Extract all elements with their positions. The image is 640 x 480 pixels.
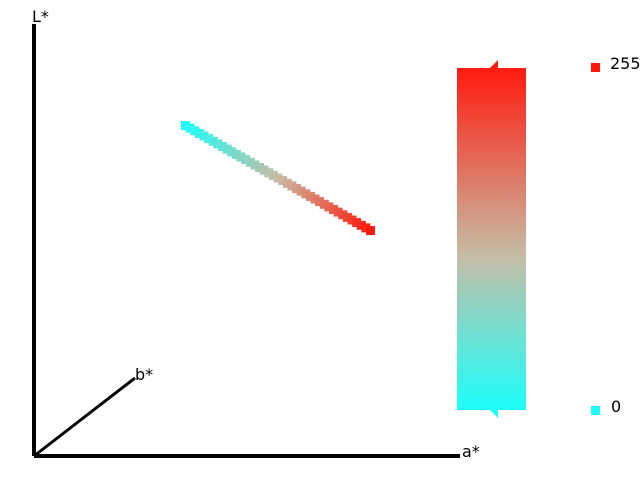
top-marker — [490, 60, 498, 68]
color-bar — [457, 60, 526, 418]
gradient-line-segment — [273, 173, 283, 183]
gradient-line-segment — [338, 210, 348, 220]
gradient-line-segment — [227, 147, 237, 157]
gradient-line-segment — [329, 205, 338, 214]
gradient-line-segment — [366, 226, 375, 235]
bottom-marker — [490, 410, 498, 418]
gradient-line-segment — [352, 218, 362, 228]
gradient-line — [181, 121, 375, 235]
gradient-line-segment — [356, 220, 366, 230]
gradient-line-segment — [213, 139, 223, 149]
gradient-line-segment — [310, 194, 320, 204]
gradient-line-segment — [236, 152, 246, 162]
gradient-line-segment — [255, 163, 264, 172]
gradient-line-segment — [241, 155, 251, 165]
gradient-line-segment — [218, 142, 227, 151]
gradient-line-segment — [361, 223, 371, 233]
gradient-line-segment — [194, 128, 204, 138]
max-swatch — [591, 63, 600, 72]
gradient-line-segment — [181, 121, 190, 130]
min-swatch — [591, 406, 600, 415]
gradient-line-segment — [190, 126, 200, 136]
gradient-line-segment — [231, 149, 241, 159]
color-bar-gradient — [457, 68, 526, 410]
gradient-line-segment — [264, 168, 274, 178]
gradient-line-segment — [292, 184, 301, 193]
gradient-line-segment — [185, 123, 195, 133]
gradient-line-segment — [324, 202, 334, 212]
gradient-line-segment — [301, 189, 311, 199]
gradient-line-segment — [250, 160, 260, 170]
gradient-line-segment — [315, 197, 325, 207]
gradient-line-segment — [333, 207, 343, 217]
a-axis-label: a* — [462, 442, 480, 461]
gradient-line-segment — [347, 215, 357, 225]
gradient-line-segment — [305, 191, 315, 201]
gradient-line-segment — [199, 131, 209, 141]
min-label: 0 — [611, 397, 621, 416]
gradient-line-segment — [319, 199, 329, 209]
gradient-line-segment — [278, 176, 288, 186]
gradient-line-segment — [268, 170, 278, 180]
gradient-line-segment — [204, 134, 214, 144]
scale-legend: 255 0 — [591, 54, 640, 416]
gradient-line-segment — [296, 186, 306, 196]
gradient-line-segment — [287, 181, 297, 191]
gradient-line-segment — [259, 165, 269, 175]
gradient-line-segment — [245, 157, 255, 167]
b-axis-label: b* — [135, 365, 153, 384]
gradient-line-segment — [208, 136, 218, 146]
l-axis-label: L* — [32, 7, 49, 26]
b-axis-line — [33, 376, 136, 458]
gradient-line-segment — [282, 178, 292, 188]
axes: L* a* b* — [32, 7, 480, 461]
gradient-line-segment — [342, 212, 352, 222]
gradient-line-segment — [222, 144, 232, 154]
max-label: 255 — [610, 54, 640, 73]
